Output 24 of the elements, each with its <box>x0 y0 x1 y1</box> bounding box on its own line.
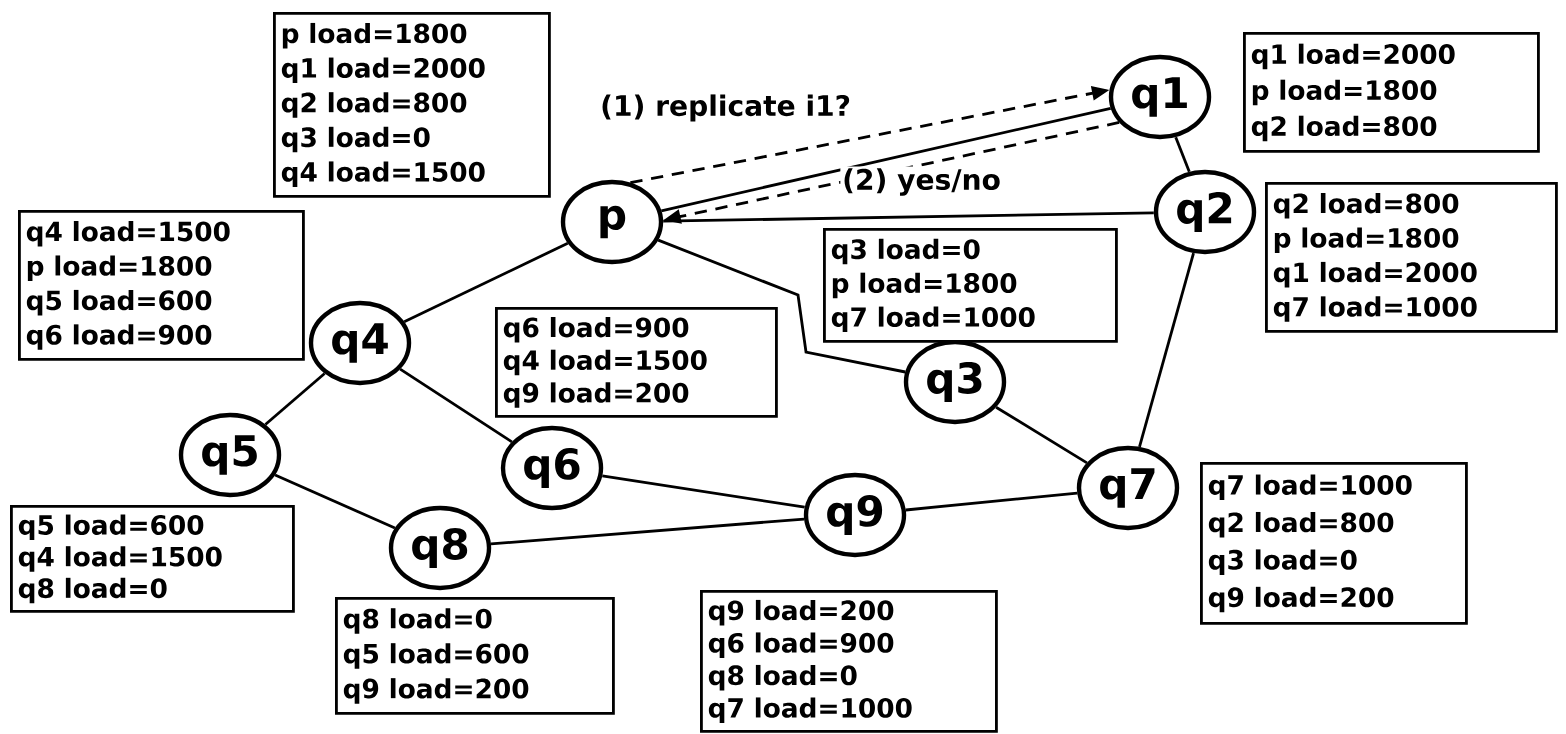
connector-line <box>995 406 1088 465</box>
connector-line <box>274 473 396 530</box>
edge-label: (2) yes/no <box>840 166 1003 198</box>
connector-line <box>1138 252 1195 448</box>
edge-label: (1) replicate i1? <box>598 92 853 124</box>
connector-line <box>602 474 805 509</box>
load-table: q9 load=200 q6 load=900 q8 load=0 q7 load=1000 <box>700 590 998 733</box>
connector-line <box>905 491 1078 512</box>
load-table: q8 load=0 q5 load=600 q9 load=200 <box>335 597 615 715</box>
load-table: q2 load=800 p load=1800 q1 load=2000 q7 load=1000 <box>1265 182 1558 333</box>
load-table: q7 load=1000 q2 load=800 q3 load=0 q9 load=200 <box>1200 462 1468 625</box>
load-table: q4 load=1500 p load=1800 q5 load=600 q6 load=900 <box>18 210 305 361</box>
connector-line <box>264 372 326 426</box>
connector-line <box>403 242 569 324</box>
load-table: p load=1800 q1 load=2000 q2 load=800 q3 load=0 q4 load=1500 <box>273 12 551 198</box>
connector-line <box>399 368 513 444</box>
connector-line <box>1174 136 1191 173</box>
connector-line <box>490 517 805 546</box>
connector-line <box>657 238 906 374</box>
load-table: q1 load=2000 p load=1800 q2 load=800 <box>1243 32 1540 153</box>
load-table: q5 load=600 q4 load=1500 q8 load=0 <box>10 505 295 613</box>
connector-line <box>661 106 1111 213</box>
connector-line <box>663 211 1154 223</box>
load-table: q6 load=900 q4 load=1500 q9 load=200 <box>495 307 778 418</box>
